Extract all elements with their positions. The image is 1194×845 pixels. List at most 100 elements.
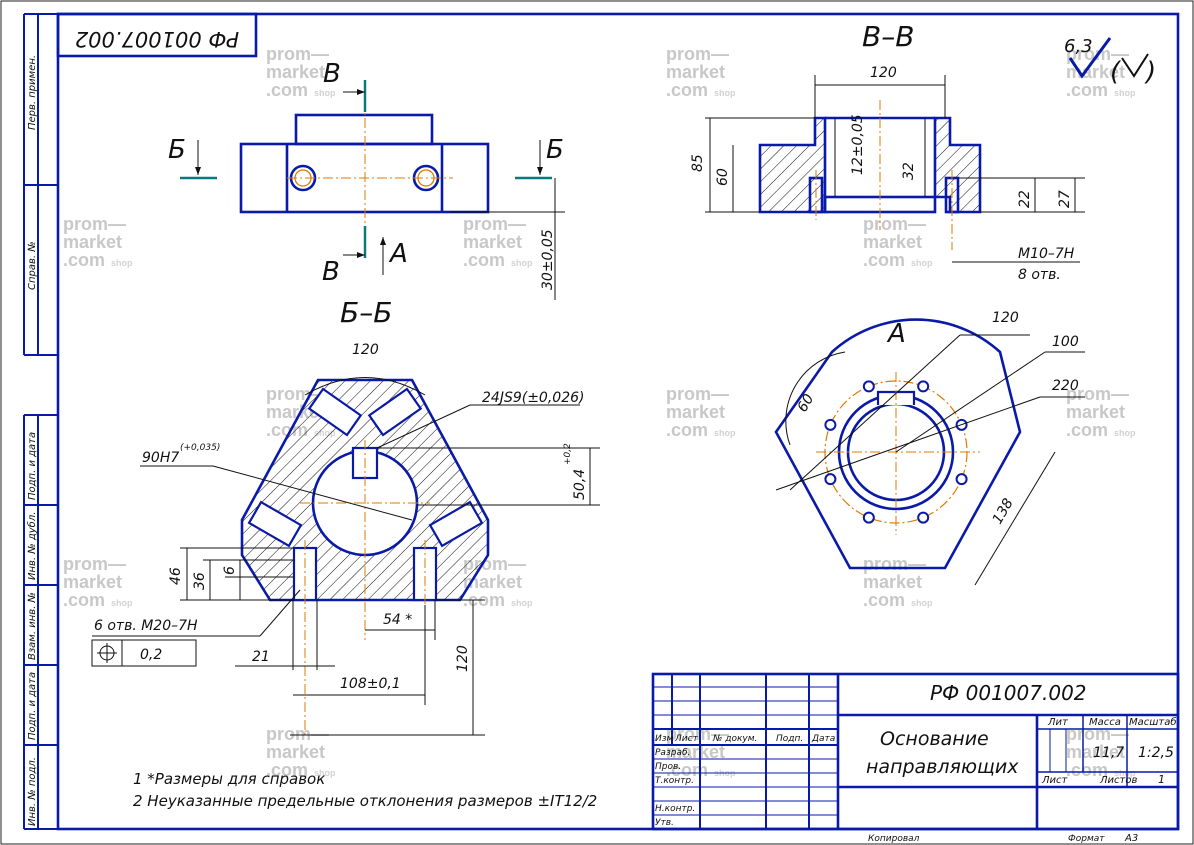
watermark-text: prom—: [463, 214, 526, 234]
tb-role-razrab: Разраб.: [655, 748, 690, 758]
dim-bb-pos-tol: 0,2: [140, 647, 162, 663]
watermark-text: .com: [666, 760, 708, 780]
dim-vv-85: 85: [690, 154, 706, 172]
stamp-sprav: Справ. №: [27, 241, 38, 290]
dim-bb-6: 6: [222, 566, 238, 575]
view-a: А 120 100 220 60 138: [774, 310, 1085, 586]
watermark-shop: shop: [1114, 768, 1136, 778]
watermark-shop: shop: [511, 258, 533, 268]
dim-bb-46: 46: [168, 567, 184, 585]
watermark-text: market: [463, 232, 522, 252]
stamp-podp-data-1: Подп. и дата: [27, 432, 38, 500]
dim-vv-12: 12±0,05: [850, 114, 866, 175]
dim-a-60: 60: [795, 391, 818, 415]
watermark-text: market: [63, 572, 122, 592]
dim-vv-22: 22: [1017, 190, 1033, 208]
watermark-text: market: [666, 742, 725, 762]
watermark-text: market: [863, 572, 922, 592]
bolt-hole: [824, 418, 837, 431]
watermark-shop: shop: [1114, 428, 1136, 438]
dim-vv-27: 27: [1057, 190, 1073, 208]
tb-mass-header: Масса: [1089, 717, 1121, 728]
tb-copied: Копировал: [868, 834, 920, 844]
watermark-shop: shop: [314, 88, 336, 98]
tb-format-label: Формат: [1068, 834, 1105, 844]
watermark-text: prom—: [266, 44, 329, 64]
watermark-text: market: [1066, 742, 1125, 762]
watermark-text: market: [463, 572, 522, 592]
watermark-shop: shop: [911, 598, 933, 608]
dim-a-220: 220: [1052, 378, 1079, 394]
dim-vv-32: 32: [901, 162, 917, 180]
dim-bb-108: 108±0,1: [340, 676, 401, 692]
roughness-value: 6,3: [1064, 36, 1093, 57]
section-vv-title: В–В: [862, 20, 914, 53]
watermark-text: .com: [63, 250, 105, 270]
tb-sheets-count: 1: [1158, 773, 1165, 786]
tb-designation: РФ 001007.002: [930, 681, 1087, 705]
watermark-text: prom—: [666, 384, 729, 404]
watermark-text: market: [1066, 62, 1125, 82]
dim-vv-120: 120: [870, 65, 897, 81]
bolt-hole: [824, 473, 837, 486]
watermark-text: .com: [1066, 760, 1108, 780]
svg-text:(: (: [1110, 57, 1122, 87]
watermark-text: market: [666, 62, 725, 82]
watermark-shop: shop: [111, 598, 133, 608]
dim-bb-504: 50,4: [572, 469, 588, 500]
dim-bb-bore-tol: (+0,035): [180, 443, 220, 453]
section-bb: 120 24JS9(±0,026) 90H7 (+0,035) 50,4 +0,…: [91, 342, 600, 736]
dim-bb-504-tol: +0,2: [563, 443, 573, 465]
mark-b-left: Б: [168, 135, 186, 165]
watermark-shop: shop: [714, 88, 736, 98]
title-block: Изм Лист № докум. Подп. Дата Разраб. Про…: [651, 672, 1180, 844]
watermark-text: .com: [463, 250, 505, 270]
mirrored-designation: РФ 001007.002: [75, 27, 239, 51]
watermark-text: .com: [266, 760, 308, 780]
watermark-text: prom—: [863, 554, 926, 574]
tb-mass: 11,7: [1093, 745, 1124, 761]
watermark-text: prom—: [63, 214, 126, 234]
watermark-text: market: [266, 62, 325, 82]
mark-b-right: Б: [546, 135, 564, 165]
dim-bb-120v: 120: [455, 645, 471, 672]
watermark-text: .com: [266, 80, 308, 100]
bolt-hole: [917, 511, 930, 524]
watermark-text: market: [266, 742, 325, 762]
view-a-title: А: [886, 319, 906, 349]
note-2: 2 Неуказанные предельные отклонения разм…: [133, 792, 597, 810]
section-vv: В–В 120 85 60 12±0,05 32 22 27 M10–7H 8 …: [690, 20, 1085, 283]
watermark-shop: shop: [511, 598, 533, 608]
dim-vv-thread: M10–7H: [1018, 246, 1075, 262]
dim-bb-120: 120: [352, 342, 379, 358]
tb-lit-header: Лит: [1047, 717, 1069, 728]
top-view: В В Б Б А 30±0,05 Б–Б: [168, 59, 565, 329]
watermark-text: .com: [1066, 420, 1108, 440]
svg-text:): ): [1144, 57, 1156, 87]
side-stamp: Перв. примен. Справ. № Подп. и дата Инв.…: [23, 13, 58, 830]
mark-a: А: [388, 239, 408, 269]
bolt-hole: [917, 380, 930, 393]
tb-format-value: А3: [1124, 833, 1138, 844]
tb-sheet-label: Лист: [1041, 775, 1069, 786]
tb-col-sign: Подп.: [776, 734, 803, 744]
watermark-text: market: [63, 232, 122, 252]
bolt-hole: [862, 380, 875, 393]
tb-col-list: Лист: [674, 734, 699, 744]
stamp-inv-dubl: Инв. № дубл.: [26, 512, 38, 580]
stamp-podp-data-2: Подп. и дата: [27, 672, 38, 740]
inner-frame: [56, 12, 1180, 831]
tb-name-line2: направляющих: [866, 756, 1019, 778]
watermark-shop: shop: [911, 258, 933, 268]
watermark-text: prom—: [1066, 384, 1129, 404]
dim-vv-holes: 8 отв.: [1018, 267, 1061, 283]
dim-bb-bore: 90H7: [142, 450, 179, 466]
watermark-text: .com: [863, 590, 905, 610]
watermark-text: .com: [666, 80, 708, 100]
watermark-text: market: [666, 402, 725, 422]
mirrored-designation-box: [56, 12, 258, 58]
stamp-inv-podl: Инв. № подл.: [27, 757, 38, 826]
watermark-text: market: [1066, 402, 1125, 422]
tb-scale: 1:2,5: [1138, 745, 1174, 761]
roughness-sign: 6,3 ( ): [1064, 36, 1156, 87]
